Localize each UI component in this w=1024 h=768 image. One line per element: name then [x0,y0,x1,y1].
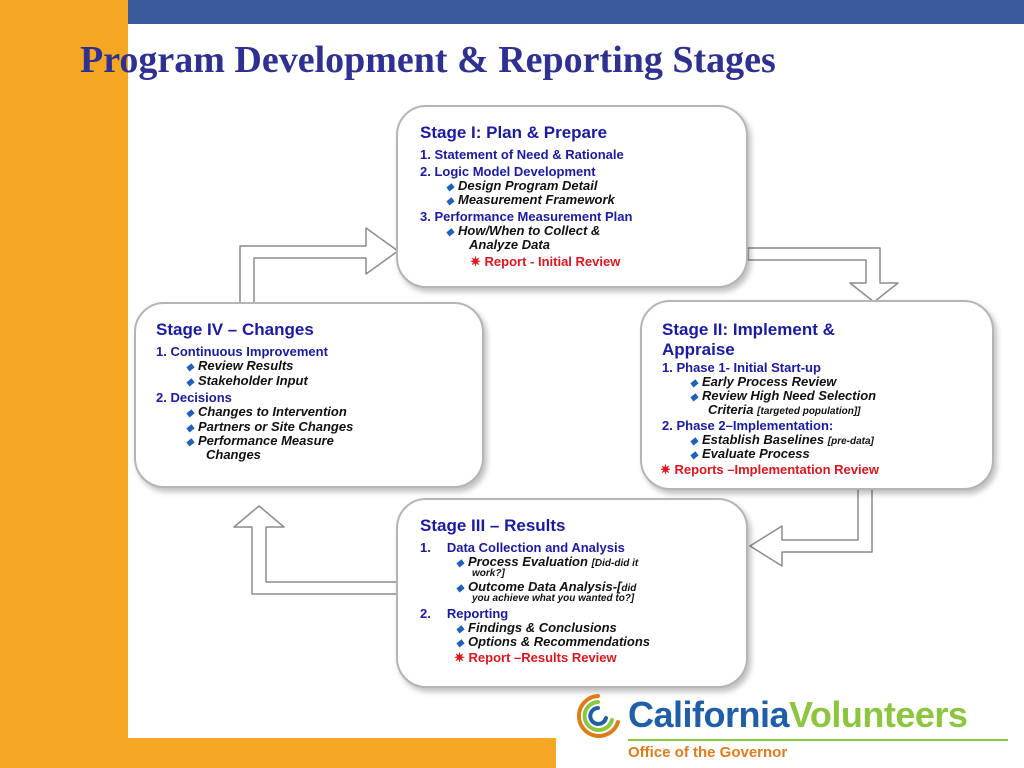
stage-1-item-2-bullet-2: ◆Measurement Framework [446,192,615,207]
stage-4-item-1: 1. Continuous Improvement [156,344,328,359]
diamond-bullet-icon: ◆ [456,558,464,569]
stage-2-item-1-bullet-2-cont: Criteria [targeted population]] [708,402,861,417]
stage-3-item-1-bullet-2-cont: you achieve what you wanted to?] [472,593,635,604]
stage-2-item-2: 2. Phase 2–Implementation: [662,418,834,433]
logo-word-volunteers: Volunteers [789,694,968,735]
diamond-bullet-icon: ◆ [456,638,464,649]
stage-1-item-3-bullet-1: ◆How/When to Collect & [446,223,601,238]
stage-4-item-1-bullet-2: ◆Stakeholder Input [186,373,308,388]
stage-2-title-line-2: Appraise [662,340,735,359]
slide-title: Program Development & Reporting Stages [80,39,776,81]
arrow-stage1-to-stage2 [747,247,899,303]
asterisk-icon: ✷ [470,254,481,269]
diamond-bullet-icon: ◆ [690,392,698,403]
bottom-orange-band [0,738,556,768]
stage-1-item-3: 3. Performance Measurement Plan [420,209,633,224]
diamond-bullet-icon: ◆ [690,436,698,447]
arrow-stage2-to-stage3 [749,487,873,567]
stage-1-item-1: 1. Statement of Need & Rationale [420,147,624,162]
stage-1-item-2-bullet-1: ◆Design Program Detail [446,178,598,193]
stage-2-item-1-bullet-1: ◆Early Process Review [690,374,837,389]
diamond-bullet-icon: ◆ [186,423,194,434]
stage-4-item-1-bullet-1: ◆Review Results [186,358,294,373]
stage-4-item-2: 2. Decisions [156,390,232,405]
stage-3-item-1-bullet-2: ◆Outcome Data Analysis-[did [456,579,637,594]
stage-1-report: ✷ Report - Initial Review [470,254,621,269]
stage-3-box: Stage III – Results 1.Data Collection an… [396,498,748,688]
left-orange-band [0,0,128,768]
stage-3-item-2-bullet-2: ◆Options & Recommendations [456,634,651,649]
stage-3-item-1-bullet-1: ◆Process Evaluation [Did-did it [456,554,639,569]
stage-2-title-line-1: Stage II: Implement & [662,320,835,339]
california-volunteers-logo-icon [576,694,620,738]
stage-2-item-1: 1. Phase 1- Initial Start-up [662,360,821,375]
stage-1-title: Stage I: Plan & Prepare [420,123,608,142]
stage-3-title: Stage III – Results [420,516,566,535]
stage-2-item-2-bullet-1: ◆Establish Baselines [pre-data] [690,432,874,447]
stage-3-item-2: 2.Reporting [420,606,509,621]
stage-4-box: Stage IV – Changes 1. Continuous Improve… [134,302,484,488]
diamond-bullet-icon: ◆ [446,227,454,238]
stage-4-item-2-bullet-1: ◆Changes to Intervention [186,404,347,419]
diamond-bullet-icon: ◆ [186,362,194,373]
stage-3-item-1-bullet-1-cont: work?] [472,568,505,579]
stage-2-item-2-bullet-2: ◆Evaluate Process [690,446,810,461]
stage-1-item-2: 2. Logic Model Development [420,164,596,179]
stage-2-report: ✷ Reports –Implementation Review [660,462,879,477]
logo-subtitle: Office of the Governor [628,744,788,761]
diamond-bullet-icon: ◆ [446,196,454,207]
top-blue-bar [128,0,1024,24]
stage-4-item-2-bullet-3: ◆Performance Measure [186,433,334,448]
stage-2-item-1-bullet-2: ◆Review High Need Selection [690,388,877,403]
logo-word-california: California [628,694,790,735]
stage-4-title: Stage IV – Changes [156,320,314,339]
diamond-bullet-icon: ◆ [186,408,194,419]
diamond-bullet-icon: ◆ [186,377,194,388]
diamond-bullet-icon: ◆ [690,378,698,389]
stage-3-item-2-bullet-1: ◆Findings & Conclusions [456,620,617,635]
asterisk-icon: ✷ [660,462,671,477]
diamond-bullet-icon: ◆ [456,583,464,594]
asterisk-icon: ✷ [454,650,465,665]
stage-2-box: Stage II: Implement & Appraise 1. Phase … [640,300,994,490]
diamond-bullet-icon: ◆ [456,624,464,635]
logo-divider [628,739,1008,741]
arrow-stage3-to-stage4 [233,505,399,595]
stage-3-report: ✷ Report –Results Review [454,650,617,665]
diamond-bullet-icon: ◆ [446,182,454,193]
stage-4-item-2-bullet-2: ◆Partners or Site Changes [186,419,354,434]
arrow-stage4-to-stage1 [239,227,399,309]
logo-wordmark: CaliforniaVolunteers [628,694,968,736]
stage-4-item-2-bullet-3-cont: Changes [206,447,261,462]
stage-3-item-1: 1.Data Collection and Analysis [420,540,625,555]
stage-1-item-3-bullet-1-cont: Analyze Data [469,237,550,252]
stage-1-box: Stage I: Plan & Prepare 1. Statement of … [396,105,748,288]
diamond-bullet-icon: ◆ [690,450,698,461]
diamond-bullet-icon: ◆ [186,437,194,448]
